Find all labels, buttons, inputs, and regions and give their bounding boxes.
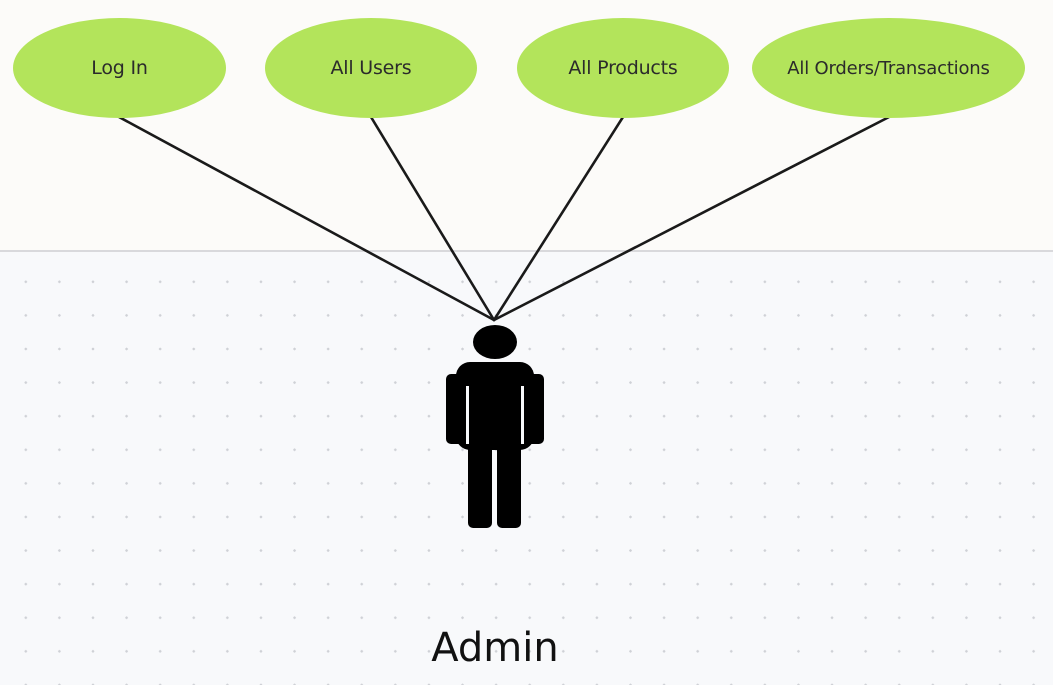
use-case-label: Log In xyxy=(91,57,148,79)
use-case-label: All Orders/Transactions xyxy=(787,57,990,79)
use-case-label: All Users xyxy=(330,57,412,79)
use-case-all-users[interactable]: All Users xyxy=(265,18,477,118)
use-case-all-products[interactable]: All Products xyxy=(517,18,729,118)
use-case-login[interactable]: Log In xyxy=(13,18,226,118)
connector-all-orders[interactable] xyxy=(492,115,891,322)
use-case-label: All Products xyxy=(568,57,678,79)
dot-grid-canvas xyxy=(0,252,1053,685)
actor-label: Admin xyxy=(431,625,559,671)
band-divider xyxy=(0,250,1053,252)
connector-all-users[interactable] xyxy=(369,115,496,322)
connector-login[interactable] xyxy=(117,115,496,322)
connector-all-products[interactable] xyxy=(492,115,625,322)
use-case-all-orders-transactions[interactable]: All Orders/Transactions xyxy=(752,18,1025,118)
stick-figure-person-icon[interactable] xyxy=(440,322,550,532)
